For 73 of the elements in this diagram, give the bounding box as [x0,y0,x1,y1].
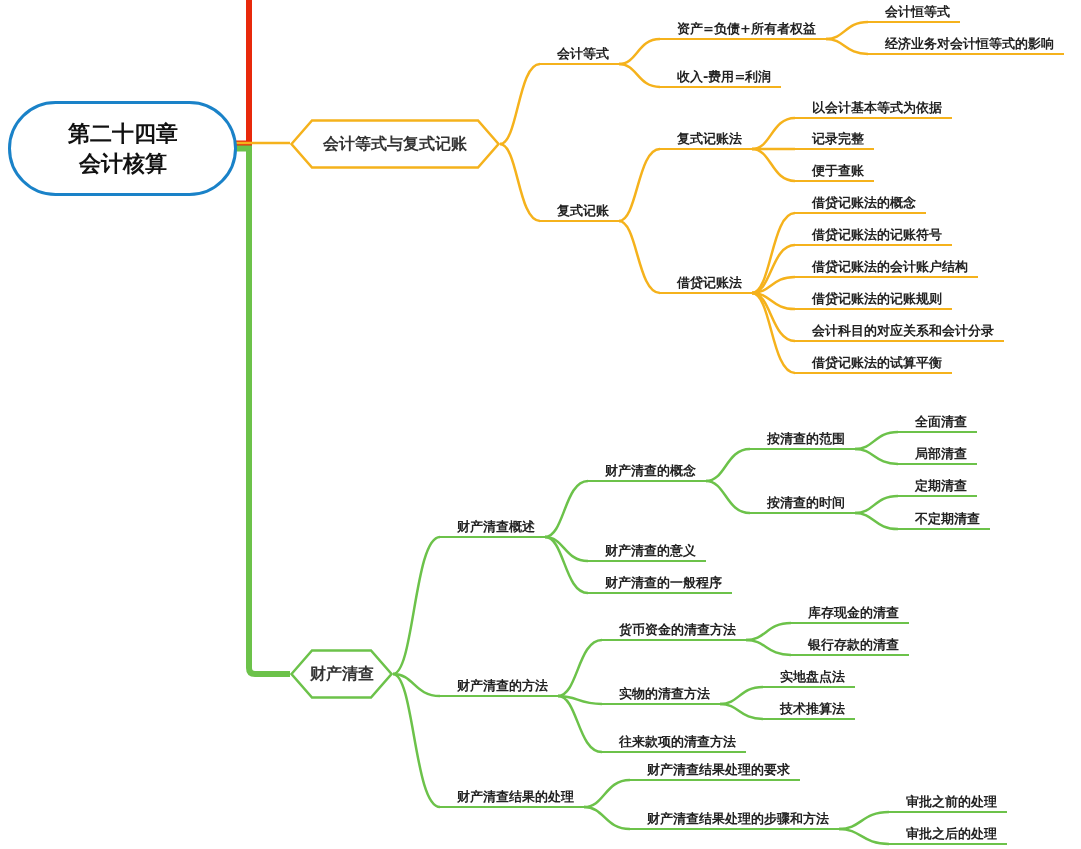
branch-label: 审批之后的处理 [889,824,1007,845]
branch-line [544,535,589,595]
branch-label: 借贷记账法的记账符号 [795,225,952,246]
branch-label: 经济业务对会计恒等式的影响 [868,34,1064,55]
branch-label: 财产清查的一般程序 [588,573,732,594]
branch-line [719,685,764,706]
topic-hexagon: 会计等式与复式记账 [290,119,500,169]
branch-label: 财产清查的概念 [588,461,706,482]
branch-label: 实地盘点法 [763,667,855,688]
branch-label: 定期清查 [898,476,977,497]
branch-label: 借贷记账法的试算平衡 [795,353,952,374]
branch-line [392,535,441,676]
branch-line [751,211,796,295]
branch-label: 全面清查 [898,412,977,433]
branch-label: 财产清查结果处理的要求 [630,760,800,781]
branch-line [854,494,899,515]
branch-line [825,37,869,56]
branch-line [825,20,869,41]
branch-line [499,62,541,146]
branch-line [618,219,661,295]
branch-label: 实物的清查方法 [602,684,720,705]
branch-line [557,694,603,754]
branch-line [705,479,751,515]
branch-line [751,243,796,295]
branch-line [838,827,890,846]
branch-label: 记录完整 [795,129,874,150]
branch-label: 借贷记账法的概念 [795,193,926,214]
branch-label: 局部清查 [898,444,977,465]
branch-label: 审批之前的处理 [889,792,1007,813]
branch-label: 以会计基本等式为依据 [795,98,952,119]
branch-label: 按清查的时间 [750,493,855,514]
branch-line [854,447,899,466]
branch-label: 库存现金的清查 [791,603,909,624]
branch-label: 收入-费用=利润 [660,67,782,88]
branch-label: 银行存款的清查 [791,635,909,656]
branch-label: 往来款项的清查方法 [602,732,746,753]
branch-label: 货币资金的清查方法 [602,620,746,641]
branch-label: 会计科目的对应关系和会计分录 [795,321,1004,342]
branch-line [235,141,290,145]
branch-label: 技术推算法 [763,699,855,720]
branch-label: 借贷记账法 [660,273,752,294]
branch-line [745,638,792,657]
branch-line [618,147,661,223]
branch-label: 不定期清查 [898,509,990,530]
branch-label: 便于查账 [795,161,874,182]
branch-label: 复式记账法 [660,129,752,150]
branch-line [235,0,252,147]
branch-label: 会计等式 [540,44,619,65]
branch-label: 财产清查概述 [440,517,545,538]
branch-line [583,805,631,831]
branch-line [499,142,541,223]
branch-line [235,145,290,677]
branch-line [751,147,796,183]
branch-label: 按清查的范围 [750,429,855,450]
branch-line [751,291,796,375]
branch-line [544,479,589,539]
branch-label: 财产清查的意义 [588,541,706,562]
branch-line [854,511,899,531]
branch-label: 资产=负债+所有者权益 [660,19,826,40]
branch-label: 借贷记账法的记账规则 [795,289,952,310]
branch-label: 复式记账 [540,201,619,222]
branch-line [854,430,899,451]
branch-line [557,638,603,698]
branch-label: 财产清查结果处理的步骤和方法 [630,809,839,830]
branch-line [392,672,441,809]
branch-line [719,702,764,721]
topic-hexagon: 财产清查 [290,649,393,699]
branch-label: 借贷记账法的会计账户结构 [795,257,978,278]
root-box: 第二十四章会计核算 [8,101,237,196]
branch-label: 会计恒等式 [868,2,960,23]
branch-label: 财产清查结果的处理 [440,787,584,808]
branch-line [618,62,661,89]
branch-label: 财产清查的方法 [440,676,558,697]
